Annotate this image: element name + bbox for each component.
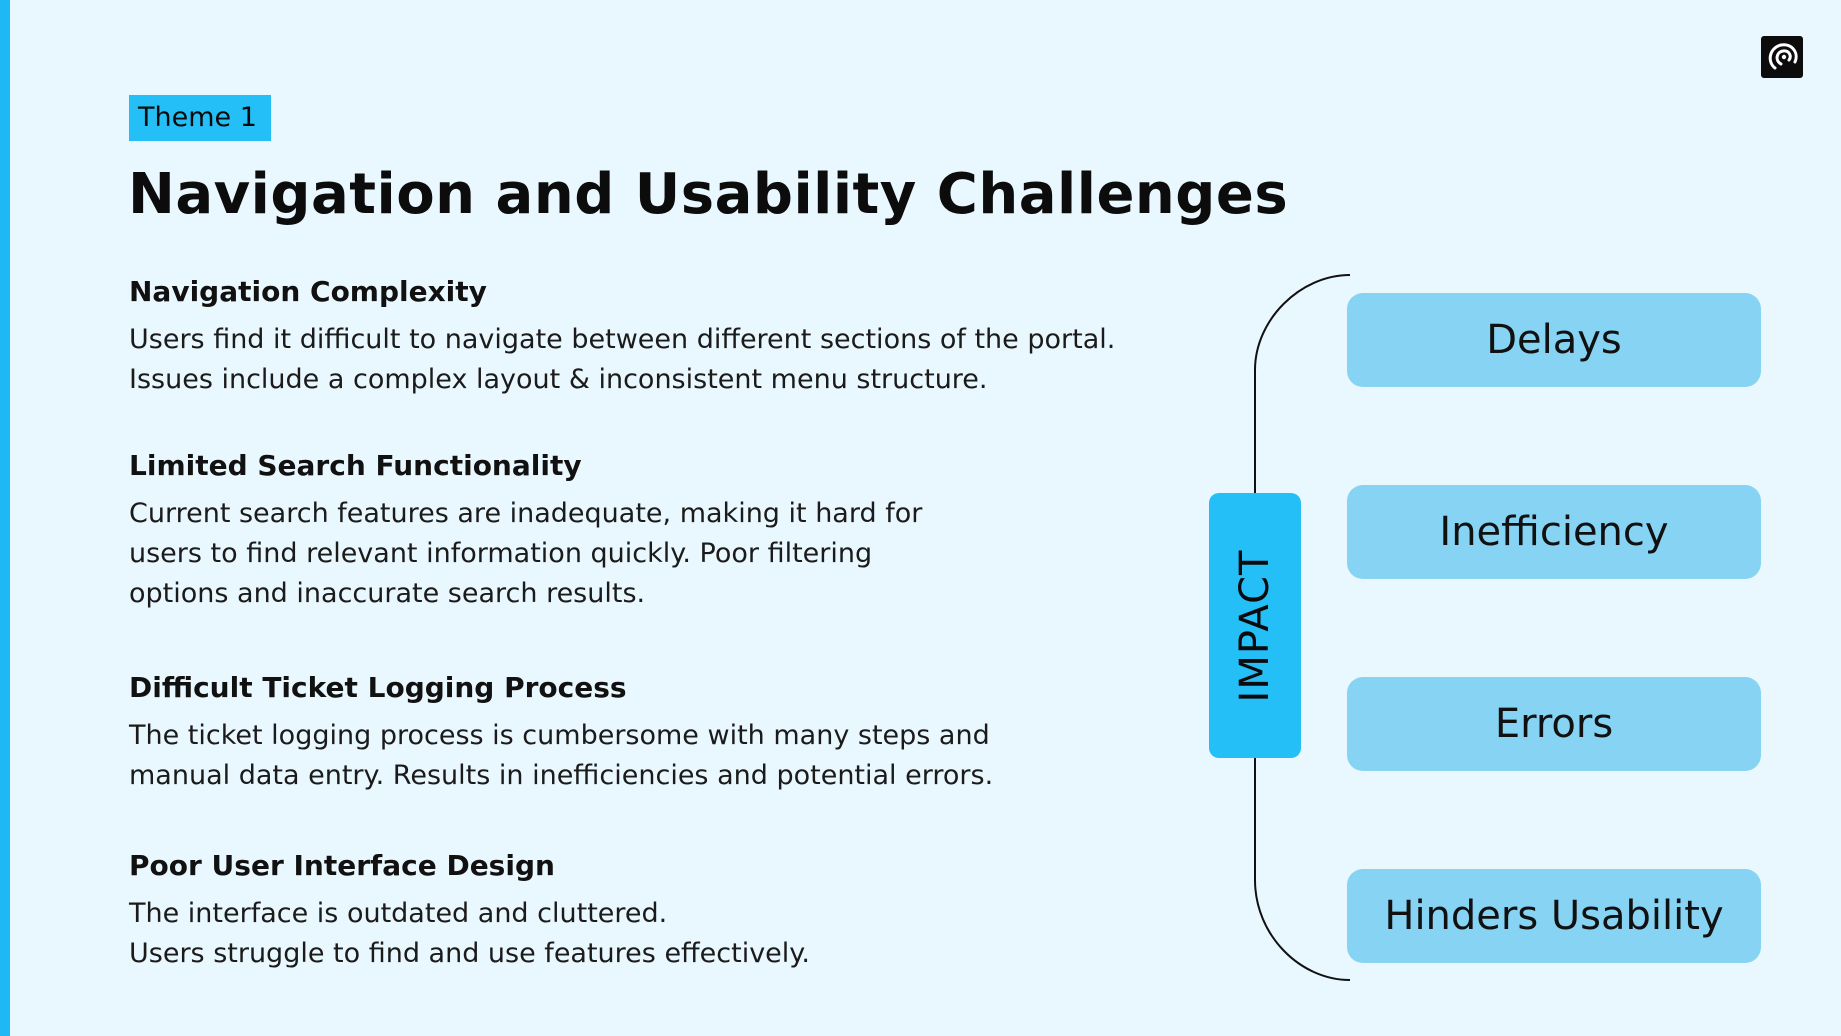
theme-badge: Theme 1	[129, 95, 271, 141]
section-heading: Difficult Ticket Logging Process	[129, 671, 627, 704]
page-title: Navigation and Usability Challenges	[128, 162, 1289, 227]
bracket-line-top	[1254, 274, 1351, 493]
bracket-line-bottom	[1254, 758, 1351, 981]
impact-label: IMPACT	[1232, 549, 1278, 702]
impact-box: IMPACT	[1209, 493, 1301, 758]
section-text: The interface is outdated and cluttered.…	[129, 898, 810, 969]
logo-icon	[1761, 36, 1803, 78]
section-navigation-complexity: Navigation Complexity Users find it diff…	[129, 274, 1149, 400]
impact-item-errors: Errors	[1347, 677, 1761, 771]
section-ticket-logging: Difficult Ticket Logging Process The tic…	[129, 670, 1049, 796]
section-text: The ticket logging process is cumbersome…	[129, 720, 994, 791]
section-heading: Navigation Complexity	[129, 275, 487, 308]
impact-item-delays: Delays	[1347, 293, 1761, 387]
impact-item-hinders-usability: Hinders Usability	[1347, 869, 1761, 963]
section-text: Users find it difficult to navigate betw…	[129, 324, 1116, 395]
section-ui-design: Poor User Interface Design The interface…	[129, 848, 989, 974]
left-accent-bar	[0, 0, 10, 1036]
section-heading: Limited Search Functionality	[129, 449, 582, 482]
section-heading: Poor User Interface Design	[129, 849, 555, 882]
impact-item-inefficiency: Inefficiency	[1347, 485, 1761, 579]
section-limited-search: Limited Search Functionality Current sea…	[129, 448, 989, 614]
section-text: Current search features are inadequate, …	[129, 498, 923, 609]
